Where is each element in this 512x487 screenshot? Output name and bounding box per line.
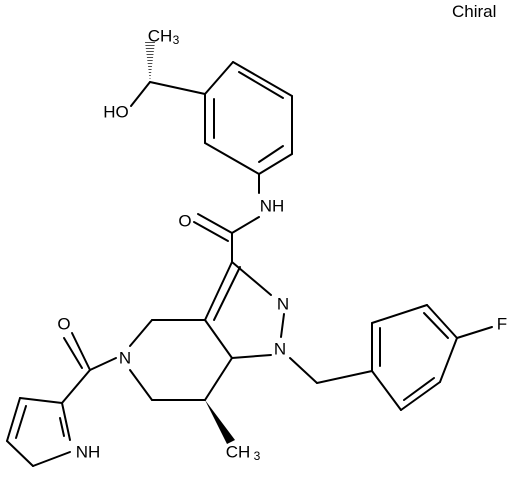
atom-label-methyl-bottom-sub: 3	[254, 449, 261, 463]
amide-group	[193, 213, 260, 263]
atom-label-amide-nh: NH	[260, 197, 285, 216]
hashed-wedge-top	[145, 42, 155, 82]
solid-wedge-bottom	[205, 400, 235, 444]
atom-label-methyl-top-sub: 3	[173, 33, 180, 47]
atom-label-fluorine: F	[497, 315, 507, 334]
tetrahydropyridine-ring	[129, 319, 235, 444]
atom-label-pyridine-n: N	[119, 349, 131, 368]
atom-label-hydroxyl: HO	[103, 103, 129, 122]
atom-label-methyl-top: CH	[148, 27, 173, 46]
atom-label-pyrrole-nh: NH	[76, 443, 101, 462]
chiral-label: Chiral	[452, 2, 497, 21]
pyrrole-ring	[6, 397, 71, 467]
aryl-ring-top	[204, 61, 293, 175]
atom-label-pyrazole-n1: N	[274, 340, 286, 359]
atom-label-methyl-bottom: CH	[226, 443, 251, 462]
hydroxyethyl-group	[130, 42, 206, 107]
atom-label-amide-oxygen: O	[178, 212, 191, 231]
fluorobenzyl-group	[289, 304, 493, 411]
pyrrole-carbonyl	[61, 332, 117, 404]
pyrazole-ring	[204, 261, 285, 359]
atom-label-acyl-oxygen: O	[57, 315, 70, 334]
atom-label-pyrazole-n2: N	[277, 295, 289, 314]
